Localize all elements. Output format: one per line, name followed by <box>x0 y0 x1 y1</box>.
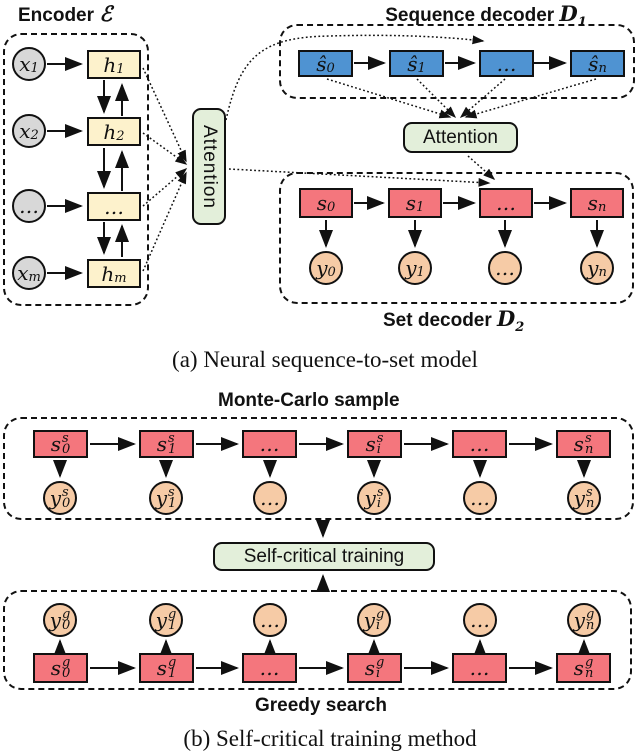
monte-carlo-arrows <box>53 437 591 478</box>
sequence-decoder-title: Sequence decoder D1 <box>385 1 587 30</box>
set-decoder-panel <box>279 172 634 304</box>
encoder-attention-box: Attention <box>192 108 226 225</box>
decoder-attention-box: Attention <box>403 122 518 153</box>
node-ys-ellipsis-2: … <box>463 481 497 515</box>
node-yg-ellipsis-2: … <box>463 603 497 637</box>
node-x-ellipsis: … <box>12 189 46 223</box>
node-ss-ellipsis-2: … <box>452 430 507 458</box>
set-decoder-title: Set decoder D2 <box>383 306 525 335</box>
sequence-decoder-panel <box>279 24 635 99</box>
greedy-panel <box>3 590 632 690</box>
hidden-to-attention-arrows <box>142 34 491 272</box>
node-shat-ellipsis: … <box>479 50 534 77</box>
self-critical-training-box: Self-critical training <box>213 542 435 571</box>
node-sg-ellipsis-1: … <box>242 653 297 683</box>
node-yg-ellipsis-1: … <box>253 603 287 637</box>
node-s-ellipsis: … <box>479 188 533 218</box>
node-h-ellipsis: … <box>87 192 141 221</box>
encoder-panel <box>3 33 149 306</box>
node-y-ellipsis: … <box>488 251 522 285</box>
encoder-recurrent-arrows <box>97 80 129 257</box>
monte-carlo-title: Monte-Carlo sample <box>218 390 400 411</box>
monte-carlo-panel <box>3 417 634 520</box>
set-decoder-arrows <box>319 196 604 248</box>
node-ss-ellipsis-1: … <box>242 430 297 458</box>
greedy-title: Greedy search <box>255 695 388 716</box>
node-ys-ellipsis-1: … <box>253 481 287 515</box>
caption-a: (a) Neural sequence-to-set model <box>172 347 478 372</box>
encoder-input-arrows <box>47 57 83 280</box>
node-sg-ellipsis-2: … <box>452 653 507 683</box>
encoder-title: Encoder ℰ <box>18 1 113 26</box>
caption-b: (b) Self-critical training method <box>183 726 477 751</box>
greedy-arrows <box>53 639 591 675</box>
